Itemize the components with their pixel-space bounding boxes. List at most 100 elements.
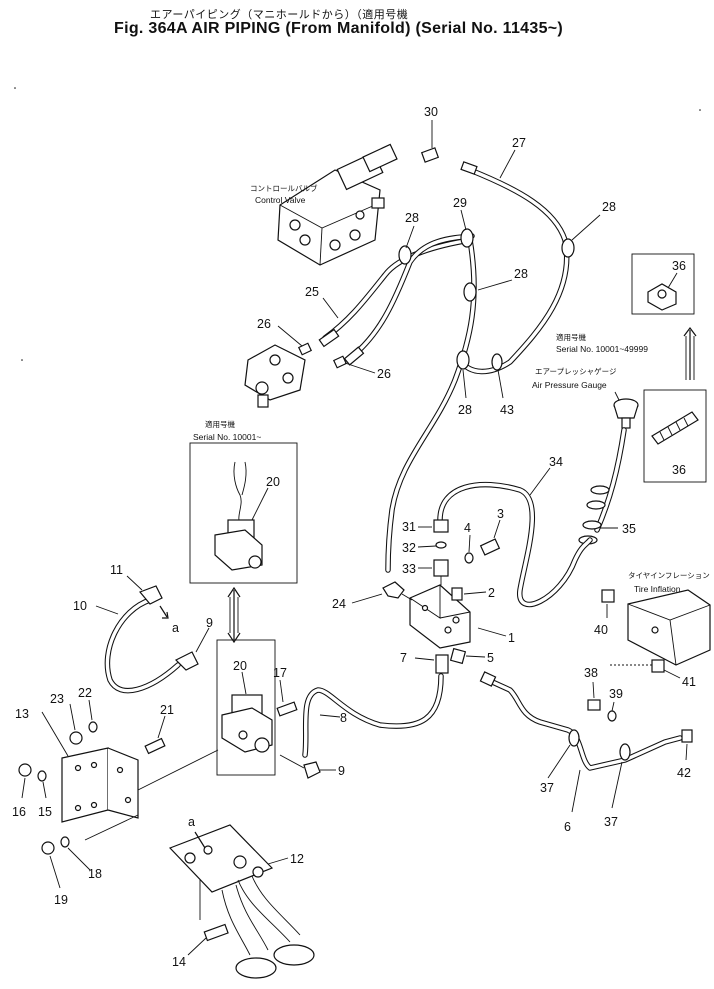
callout-22: 22 [78,686,92,700]
callout-20-a: 20 [266,475,280,489]
fittings-31-33 [433,519,449,585]
callout-6: 6 [564,820,571,834]
callout-37-a: 37 [540,781,554,795]
control-valve-label-en: Control Valve [255,195,306,205]
elbow-9-a [174,651,199,671]
clamp-37-a [568,729,580,747]
manifold-block-1 [409,584,471,649]
callout-37-b: 37 [604,815,618,829]
part-38 [587,699,601,711]
callout-29: 29 [453,196,467,210]
callout-23: 23 [50,692,64,706]
callout-28-b: 28 [514,267,528,281]
bolt-21 [144,737,166,755]
ref-a-bottom: a [188,815,195,829]
callout-30: 30 [424,105,438,119]
control-valve-label-jp: コントロールバルブ [250,183,318,193]
callout-5: 5 [487,651,494,665]
inset-valve-20 [189,442,298,584]
pipe-6 [485,677,683,771]
callout-40: 40 [594,623,608,637]
callout-4: 4 [464,521,471,535]
gauge-line-35 [594,427,627,533]
callout-38: 38 [584,666,598,680]
serial-note-1-en: Serial No. 10001~ [193,432,261,442]
callout-39: 39 [609,687,623,701]
callout-3: 3 [497,507,504,521]
part-30-fitting [420,147,440,163]
callout-9-a: 9 [206,616,213,630]
callout-35: 35 [622,522,636,536]
ref-a-top: a [172,621,179,635]
tire-inflation-label-en: Tire Inflation [634,584,681,594]
callout-32: 32 [402,541,416,555]
washer-15 [37,770,47,782]
callout-7: 7 [400,651,407,665]
callout-17: 17 [273,666,287,680]
serial-note-1-jp: 適用号機 [205,419,235,429]
hose-main-down [385,237,477,573]
bracket-35 [578,485,610,545]
hose-8 [302,673,444,758]
air-pressure-gauge [613,398,639,429]
callout-21: 21 [160,703,174,717]
part-7 [435,654,449,674]
part-42 [681,729,693,743]
callout-20-b: 20 [233,659,247,673]
clamp-37-b [619,743,631,761]
callout-33: 33 [402,562,416,576]
header-title-en: Fig. 364A AIR PIPING (From Manifold) (Se… [114,20,564,37]
elbow-11 [138,585,163,605]
nut-16 [18,763,32,777]
callout-27: 27 [512,136,526,150]
callout-26-a: 26 [257,317,271,331]
part-40 [601,589,615,603]
serial-note-2-jp: 適用号機 [556,332,586,342]
washer-22 [88,721,98,733]
callout-13: 13 [15,707,29,721]
callout-34: 34 [549,455,563,469]
callout-24: 24 [332,597,346,611]
clamp-28-d [456,350,470,370]
clamp-28-c [561,238,575,258]
valve-20-main [216,639,276,776]
bolt-14 [203,923,229,942]
part-4 [464,552,474,564]
elbow-9-b [303,761,321,779]
pressure-gauge-label-jp: エアープレッシャゲージ [535,367,617,376]
callout-25: 25 [305,285,319,299]
serial-note-2-en: Serial No. 10001~49999 [556,344,648,354]
callout-14: 14 [172,955,186,969]
relay-valve [244,344,306,408]
arrow-up [683,327,697,380]
callout-42: 42 [677,766,691,780]
callout-10: 10 [73,599,87,613]
clamp-28-b [463,282,477,302]
callout-28-c: 28 [602,200,616,214]
hose-34 [437,481,593,608]
horn-12 [168,824,315,979]
inset-clip-36-bottom [643,389,707,483]
callout-9-b: 9 [338,764,345,778]
callout-19: 19 [54,893,68,907]
callout-43: 43 [500,403,514,417]
hose-27 [457,167,570,375]
tire-inflation-label-jp: タイヤインフレーション [628,571,710,580]
callout-16: 16 [12,805,26,819]
callout-28-a: 28 [405,211,419,225]
control-valve [277,143,398,266]
inset-clip-36-top [631,253,695,315]
header-title-jp: エアーパイピング（マニホールドから）（適用号機 [150,9,409,21]
elbow-24 [382,581,405,599]
clamp-28-a [398,245,412,265]
callout-1: 1 [508,631,515,645]
callout-8: 8 [340,711,347,725]
clamp-29 [460,228,474,248]
clamp-43 [491,353,503,371]
callout-2: 2 [488,586,495,600]
part-5 [449,647,467,665]
nut-23 [69,731,83,745]
bolt-17 [276,701,298,717]
callout-31: 31 [402,520,416,534]
